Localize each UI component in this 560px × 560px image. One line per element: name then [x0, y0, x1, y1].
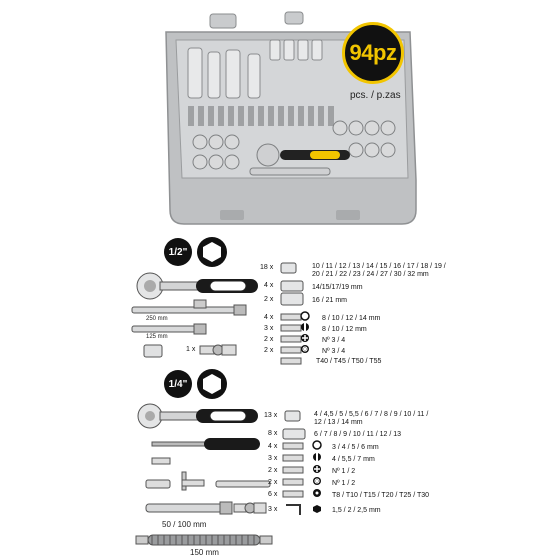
bit-socket-icon [282, 490, 304, 498]
half-row-6-spec: Nº 3 / 4 [322, 337, 346, 344]
quarter-row-1-spec-1: 4 / 4,5 / 5 / 5,5 / 6 / 7 / 8 / 9 / 10 /… [314, 411, 429, 418]
phillips-bit-icon [313, 465, 321, 473]
half-row-7-qty: 2 x [264, 347, 274, 354]
quarter-row-1-spec-2: 12 / 13 / 14 mm [314, 419, 363, 426]
hex-drive-icon [197, 237, 227, 267]
hex-drive-icon [197, 369, 227, 399]
half-row-1-spec-2: 20 / 21 / 22 / 23 / 24 / 27 / 30 / 32 mm [312, 271, 429, 278]
adapter-image [193, 299, 207, 309]
hex-icon [313, 505, 321, 513]
tool-case-image [165, 11, 417, 225]
extension-quarter-label: 50 / 100 mm [162, 520, 207, 529]
bit-socket-icon [280, 346, 302, 354]
quarter-row-8-spec: 1,5 / 2 / 2,5 mm [332, 507, 381, 514]
hex-key-icon [286, 504, 301, 515]
pieces-label: pcs. / p.zas [350, 90, 401, 101]
quarter-row-5-spec: Nº 1 / 2 [332, 468, 356, 475]
flexible-extension-image [135, 534, 273, 546]
half-row-1-spec-1: 10 / 11 / 12 / 13 / 14 / 15 / 16 / 17 / … [312, 263, 446, 270]
bit-socket-icon [282, 466, 304, 474]
universal-joint-image [233, 502, 267, 514]
bit-socket-icon [280, 335, 302, 343]
half-row-6-qty: 2 x [264, 336, 274, 343]
quarter-row-3-qty: 4 x [268, 443, 278, 450]
quarter-row-4-qty: 3 x [268, 455, 278, 462]
ratchet-half-inch-image [136, 272, 258, 300]
quarter-row-6-spec: Nº 1 / 2 [332, 480, 356, 487]
quarter-row-5-qty: 2 x [268, 467, 278, 474]
extension-250mm-image [131, 304, 247, 316]
universal-joint-image [199, 344, 237, 356]
quarter-row-1-qty: 13 x [264, 412, 278, 419]
quarter-row-2-qty: 8 x [268, 430, 278, 437]
extension-125mm-image [131, 323, 207, 335]
quarter-row-7-spec: T8 / T10 / T15 / T20 / T25 / T30 [332, 492, 430, 499]
socket-icon [284, 410, 301, 422]
quarter-row-3-spec: 3 / 4 / 5 / 6 mm [332, 444, 379, 451]
half-row-7-spec: Nº 3 / 4 [322, 348, 346, 355]
half-row-4-qty: 4 x [264, 314, 274, 321]
socket-icon [280, 262, 297, 274]
quarter-row-2-spec: 6 / 7 / 8 / 9 / 10 / 11 / 12 / 13 [314, 431, 402, 438]
ujoint-qty: 1 x [186, 346, 196, 353]
bit-socket-icon [282, 442, 304, 450]
t-bar-image [181, 471, 205, 491]
bit-socket-icon [282, 478, 304, 486]
slotted-bit-icon [301, 323, 309, 331]
extension-125-label: 125 mm [146, 334, 168, 340]
deep-socket-icon [282, 428, 306, 440]
extension-250-label: 250 mm [146, 316, 168, 322]
quarter-row-8-qty: 3 x [268, 506, 278, 513]
quarter-row-4-spec: 4 / 5,5 / 7 mm [332, 456, 375, 463]
socket-adapter-image [145, 479, 171, 489]
half-row-1-qty: 18 x [260, 264, 274, 271]
extension-quarter-image [145, 501, 233, 515]
half-row-3-qty: 2 x [264, 296, 274, 303]
pozidriv-bit-icon [301, 345, 309, 353]
piece-count-badge: 94pz [342, 22, 404, 84]
hex-bit-icon [300, 311, 310, 321]
ratchet-quarter-inch-image [137, 403, 258, 429]
flexible-extension-label: 150 mm [190, 548, 219, 557]
phillips-bit-icon [301, 334, 309, 342]
slotted-bit-icon [313, 453, 321, 461]
bit-socket-icon [280, 324, 302, 332]
half-row-5-qty: 3 x [264, 325, 274, 332]
torx-bit-icon [313, 489, 321, 497]
half-row-5-spec: 8 / 10 / 12 mm [322, 326, 367, 333]
hex-bit-icon [312, 440, 322, 450]
half-row-4-spec: 8 / 10 / 12 / 14 mm [322, 315, 381, 322]
screwdriver-handle-image [151, 438, 260, 450]
half-row-8-spec: T40 / T45 / T50 / T55 [316, 358, 382, 365]
half-row-2-spec: 14/15/17/19 mm [312, 284, 363, 291]
bit-socket-icon [280, 357, 302, 365]
spark-plug-socket-icon [280, 292, 304, 306]
quarter-row-7-qty: 6 x [268, 491, 278, 498]
size-label-half-inch: 1/2" [164, 238, 192, 266]
bit-holder-image [215, 480, 271, 488]
deep-socket-icon [280, 280, 304, 292]
deep-socket-small-image [143, 344, 163, 358]
pozidriv-bit-icon [313, 477, 321, 485]
piece-count: 94pz [349, 40, 397, 65]
quarter-row-6-qty: 2 x [268, 479, 278, 486]
size-label-quarter-inch: 1/4" [164, 370, 192, 398]
half-row-2-qty: 4 x [264, 282, 274, 289]
adapter-image [151, 457, 171, 465]
half-row-3-spec: 16 / 21 mm [312, 297, 348, 304]
bit-socket-icon [282, 454, 304, 462]
